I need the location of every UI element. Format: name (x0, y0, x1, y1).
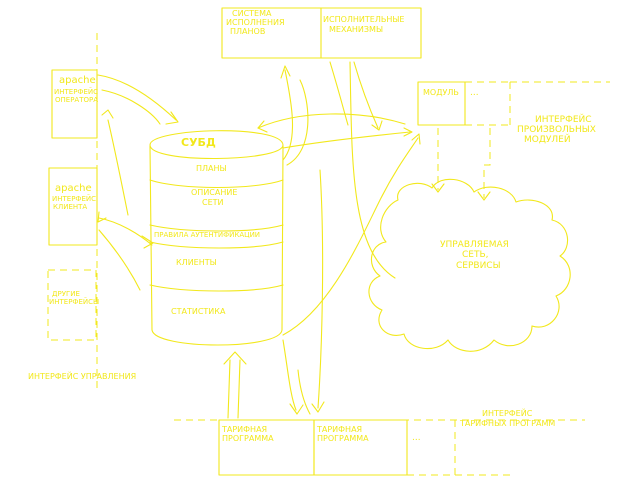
database-cylinder (149, 130, 284, 346)
tariff-1-line2: ПРОГРАММА (222, 434, 274, 443)
operator-apache: apache (59, 75, 96, 86)
tariff-interface-line1: ИНТЕРФЕЙС (482, 407, 533, 418)
plan-system-line3: ПЛАНОВ (230, 27, 265, 36)
client-apache: apache (55, 183, 92, 194)
arbitrary-modules-line2: ПРОИЗВОЛЬНЫХ (517, 125, 596, 135)
module-label: МОДУЛЬ (423, 88, 459, 97)
client-interface-box (48, 167, 98, 246)
db-section-stats: СТАТИСТИКА (171, 307, 226, 316)
management-interface-label: ИНТЕРФЕЙС УПРАВЛЕНИЯ (28, 370, 136, 381)
operator-interface-box (51, 69, 98, 139)
tariff-more-box (407, 420, 512, 476)
arbitrary-modules-line1: ИНТЕРФЕЙС (535, 113, 592, 125)
db-section-auth: ПРАВИЛА АУТЕНТИФИКАЦИИ (154, 231, 260, 239)
connectors (96, 33, 491, 419)
arbitrary-modules-line3: МОДУЛЕЙ (524, 133, 571, 145)
operator-line1: ИНТЕРФЕЙС (54, 87, 98, 96)
tariff-more-ellipsis: ... (412, 433, 421, 443)
executors-line2: МЕХАНИЗМЫ (329, 25, 383, 34)
tariff-1-line1: ТАРИФНАЯ (221, 425, 267, 434)
executors-line1: ИСПОЛНИТЕЛЬНЫЕ (323, 15, 404, 24)
client-line2: КЛИЕНТА (53, 203, 87, 211)
plan-system-line1: СИСТЕМА (232, 9, 272, 18)
operator-line2: ОПЕРАТОРА (55, 96, 98, 104)
db-section-network-line2: СЕТИ (202, 198, 224, 207)
tariff-2-line1: ТАРИФНАЯ (316, 425, 362, 434)
plan-system-line2: ИСПОЛНЕНИЯ (226, 18, 285, 27)
module-ellipsis: ... (470, 88, 479, 98)
other-line2: ИНТЕРФЕЙСЫ (49, 297, 99, 306)
other-line1: ДРУГИЕ (52, 290, 80, 298)
plan-system-box (221, 7, 422, 59)
module-box (417, 81, 610, 126)
client-line1: ИНТЕРФЕЙС (52, 194, 96, 203)
db-section-clients: КЛИЕНТЫ (176, 258, 217, 267)
db-section-network-line1: ОПИСАНИЕ (191, 188, 237, 197)
cloud-line2: СЕТЬ, (462, 250, 489, 260)
cloud-line3: СЕРВИСЫ (456, 261, 501, 271)
tariff-2-line2: ПРОГРАММА (317, 434, 369, 443)
db-section-plans: ПЛАНЫ (196, 164, 227, 173)
tariff-interface-line2: ТАРИФНЫХ ПРОГРАММ (459, 419, 555, 428)
db-title: СУБД (181, 136, 216, 149)
network-cloud (368, 178, 571, 352)
cloud-line1: УПРАВЛЯЕМАЯ (440, 240, 509, 250)
